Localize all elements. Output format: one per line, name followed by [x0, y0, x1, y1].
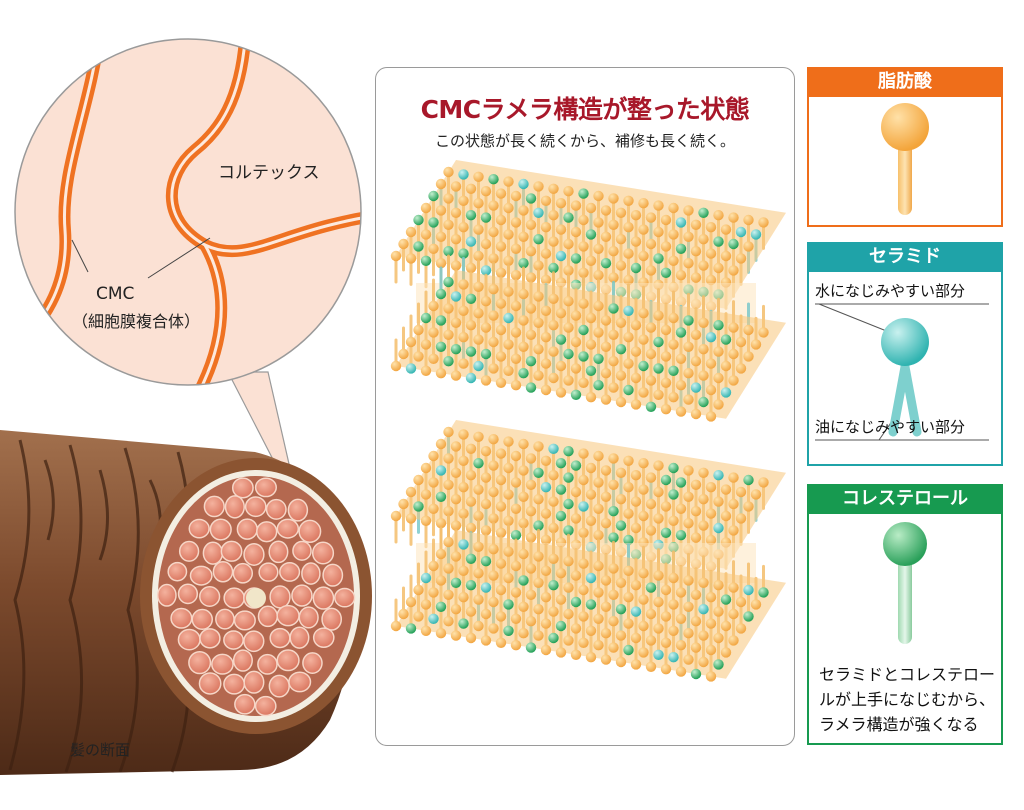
cortex-cell: [312, 586, 335, 610]
cortex-cell: [232, 562, 254, 584]
cortex-cell: [212, 561, 234, 583]
lower-leaflet: [390, 254, 786, 422]
cortex-cell: [232, 649, 253, 672]
cortex-cell: [289, 626, 310, 649]
lower-leaflet: [390, 514, 786, 682]
cortex-cell: [188, 650, 212, 675]
cortex-cell: [177, 628, 201, 651]
hair-caption: 髪の断面: [70, 741, 131, 759]
hydrophilic-label: 水になじみやすい部分: [815, 282, 966, 300]
cortex-cell: [156, 583, 177, 607]
cortex-cell: [177, 583, 199, 605]
cortex-cell: [243, 630, 265, 653]
cmc-label: CMC: [96, 284, 135, 304]
fatty-acid-icon: [881, 103, 929, 215]
cortex-cell: [298, 519, 322, 544]
cortex-cell: [189, 565, 213, 586]
lipophilic-label: 油になじみやすい部分: [815, 418, 966, 436]
cortex-cell: [298, 606, 319, 629]
cortex-cell: [276, 604, 300, 627]
cortex-cell: [276, 649, 300, 672]
cortex-cell: [199, 585, 221, 608]
hair-illustration: [0, 38, 372, 775]
cortex-cell: [269, 585, 291, 609]
cortex-cell: [287, 498, 309, 522]
cortex-cell: [288, 671, 312, 693]
cortex-cell: [254, 695, 277, 717]
cortex-cell: [167, 561, 188, 582]
cortex-cell: [198, 672, 222, 695]
cortex-cell: [243, 670, 265, 694]
cortex-cell: [276, 518, 300, 539]
cortex-cell: [258, 562, 279, 582]
cortex-cell: [188, 518, 210, 539]
legend-ceramide: セラミド 水になじみやすい部分 油になじみやすい部分: [807, 242, 1003, 466]
cortex-cell: [243, 542, 265, 566]
cortex-cell: [203, 495, 225, 518]
cortex-cell: [170, 607, 193, 629]
ceramide-title: セラミド: [807, 242, 1003, 272]
cortex-label: コルテックス: [218, 163, 320, 183]
ceramide-icon: [815, 303, 989, 441]
cortex-cell: [302, 652, 323, 674]
cholesterol-icon: [883, 522, 927, 644]
cortex-cell: [191, 608, 214, 631]
lamellar-structure-panel: CMCラメラ構造が整った状態 この状態が長く続くから、補修も長く続く。: [375, 67, 795, 746]
legend-fatty-acid: 脂肪酸: [807, 67, 1003, 227]
cortex-cell: [223, 673, 246, 695]
cortex-cell: [215, 608, 235, 630]
cortex-cell: [178, 540, 200, 562]
cortex-cell: [269, 627, 291, 649]
cortex-cell: [291, 584, 313, 607]
cortex-cell: [311, 541, 335, 565]
fatty-acid-title: 脂肪酸: [807, 67, 1003, 97]
cortex-cell: [292, 540, 312, 561]
lamellar-layers: [390, 160, 786, 682]
cortex-cells: [156, 477, 356, 717]
cortex-cell: [234, 693, 256, 715]
panel-title: CMCラメラ構造が整った状態: [420, 95, 750, 124]
panel-subtitle: この状態が長く続くから、補修も長く続く。: [434, 132, 735, 150]
cortex-cell: [256, 521, 278, 543]
cholesterol-note: セラミドとコレステロールが上手になじむから、ラメラ構造が強くなる: [819, 665, 996, 734]
cortex-cell: [202, 541, 224, 565]
cortex-cell: [257, 605, 279, 628]
cortex-cell: [301, 562, 321, 585]
cortex-cell: [209, 518, 232, 541]
cortex-cell: [244, 496, 267, 518]
medulla: [246, 588, 266, 608]
cortex-cell: [233, 610, 256, 631]
cortex-cell: [220, 540, 243, 562]
cortex-cell: [257, 653, 278, 675]
cortex-cell: [321, 607, 343, 631]
cholesterol-title: コレステロール: [807, 484, 1003, 514]
cortex-cell: [211, 653, 234, 675]
cortex-cell: [223, 587, 246, 609]
cortex-cell: [236, 518, 258, 540]
hair-strand: [0, 430, 372, 775]
cortex-cell: [231, 477, 254, 499]
cortex-cell: [268, 674, 290, 698]
cmc-sub-label: （細胞膜複合体）: [72, 312, 201, 331]
cortex-cell: [265, 498, 287, 520]
cortex-cell: [322, 563, 344, 587]
cortex-cell: [223, 630, 244, 650]
cortex-cell: [334, 587, 356, 608]
cortex-cell: [268, 540, 289, 564]
cortex-cell: [224, 495, 245, 519]
cortex-cell: [199, 628, 221, 649]
legend-cholesterol: コレステロール セラミドとコレステロールが上手になじむから、ラメラ構造が強くなる: [807, 484, 1003, 745]
cortex-cell: [254, 477, 277, 498]
cortex-cell: [279, 561, 301, 582]
zoom-circle: [14, 38, 362, 386]
cortex-cell: [312, 627, 335, 648]
